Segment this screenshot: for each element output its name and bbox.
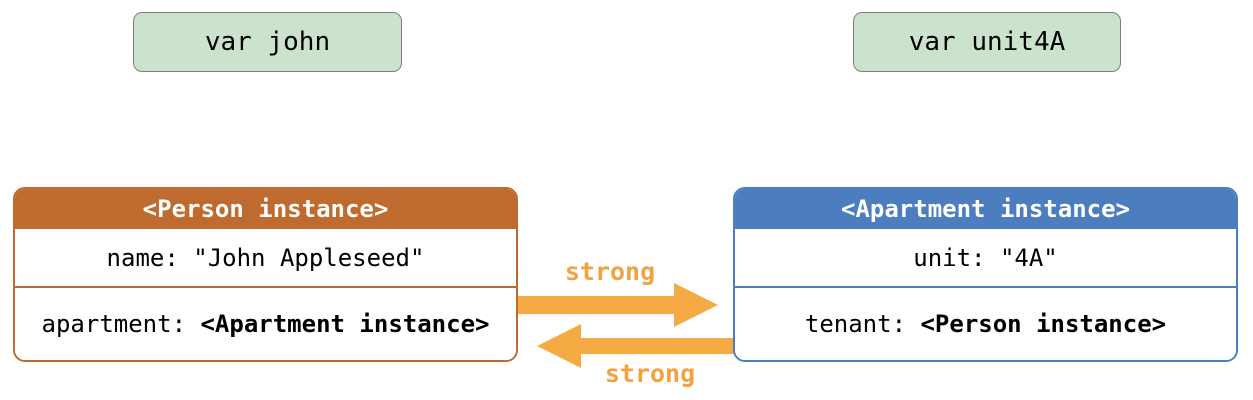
apartment-instance-header: <Apartment instance> bbox=[735, 189, 1236, 229]
variable-box-unit4a: var unit4A bbox=[853, 12, 1121, 72]
apartment-tenant-row: tenant: <Person instance> bbox=[735, 286, 1236, 360]
person-name-row: name: "John Appleseed" bbox=[15, 229, 516, 286]
apartment-tenant-property: tenant: bbox=[804, 310, 921, 338]
variable-label-john: var john bbox=[204, 27, 331, 57]
person-name-value: name: "John Appleseed" bbox=[106, 243, 425, 272]
person-instance-title: <Person instance> bbox=[142, 195, 389, 223]
strong-arrow-backward-icon bbox=[537, 324, 737, 368]
apartment-instance-title: <Apartment instance> bbox=[841, 195, 1130, 223]
variable-label-unit4a: var unit4A bbox=[908, 27, 1066, 57]
person-apartment-property: apartment: bbox=[41, 310, 201, 338]
variable-box-john: var john bbox=[133, 12, 402, 72]
person-instance-header: <Person instance> bbox=[15, 189, 516, 229]
apartment-instance-box: <Apartment instance> unit: "4A" tenant: … bbox=[733, 187, 1238, 362]
apartment-unit-value: unit: "4A" bbox=[913, 243, 1058, 272]
strong-reference-label-backward: strong bbox=[604, 359, 696, 388]
person-apartment-value: <Apartment instance> bbox=[200, 310, 490, 338]
strong-arrow-forward-icon bbox=[512, 283, 718, 327]
person-apartment-row: apartment: <Apartment instance> bbox=[15, 286, 516, 360]
person-instance-box: <Person instance> name: "John Appleseed"… bbox=[13, 187, 518, 362]
strong-reference-label-forward: strong bbox=[564, 257, 656, 286]
apartment-unit-row: unit: "4A" bbox=[735, 229, 1236, 286]
apartment-tenant-value: <Person instance> bbox=[920, 310, 1167, 338]
